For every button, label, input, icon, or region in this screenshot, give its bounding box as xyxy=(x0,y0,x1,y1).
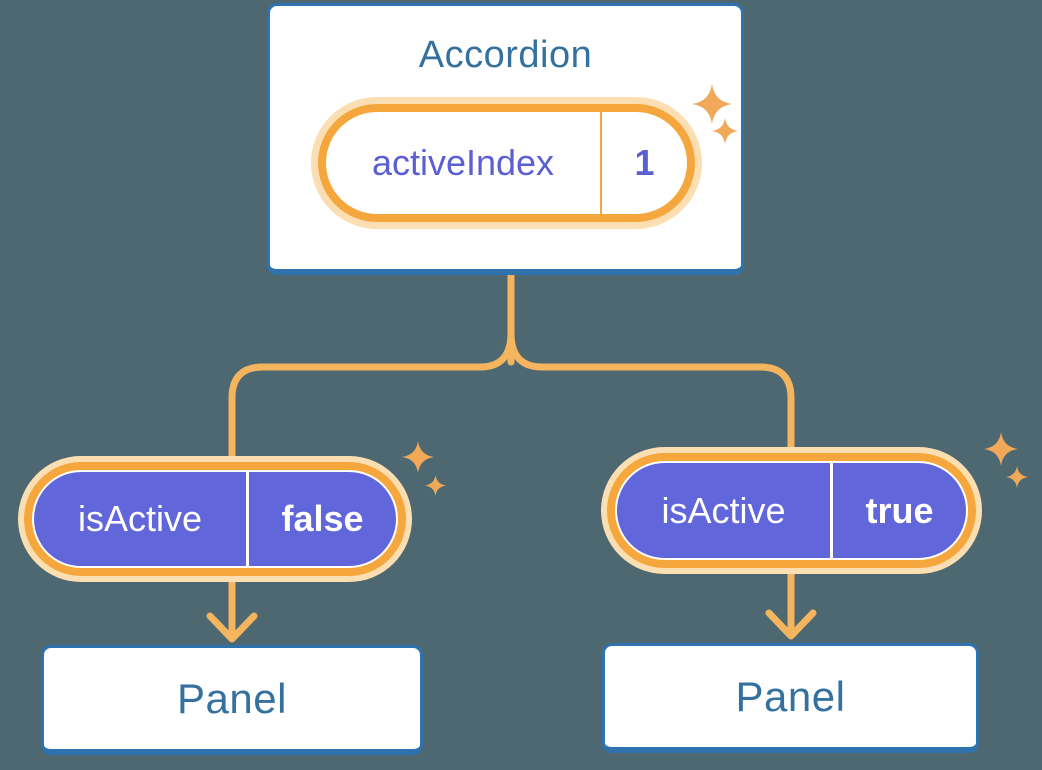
arrow-down-left-icon xyxy=(206,612,258,643)
sparkle-icon xyxy=(712,118,738,144)
panel-card-right: Panel xyxy=(602,643,979,753)
state-pill: activeIndex 1 xyxy=(318,104,695,222)
prop-pill-left: isActive false xyxy=(32,470,398,568)
panel-title-right: Panel xyxy=(735,672,846,720)
accordion-title: Accordion xyxy=(418,34,593,76)
state-value: 1 xyxy=(634,142,655,183)
edge-left-branch xyxy=(228,329,515,640)
accordion-card: Accordion activeIndex 1 xyxy=(267,3,744,275)
prop-pill-divider xyxy=(246,472,249,566)
state-name: activeIndex xyxy=(371,142,555,183)
sparkle-icon xyxy=(402,441,434,473)
arrow-down-right-icon xyxy=(765,609,817,640)
panel-title-left: Panel xyxy=(177,674,287,722)
edge-right-branch xyxy=(507,329,795,637)
prop-name-left: isActive xyxy=(77,498,203,539)
panel-card-left: Panel xyxy=(41,645,423,755)
sparkle-icon xyxy=(425,475,446,496)
prop-value-right: true xyxy=(865,489,934,531)
prop-pill-right: isActive true xyxy=(615,461,968,560)
sparkle-icon xyxy=(1006,466,1028,488)
state-pill-divider xyxy=(600,112,602,214)
sparkle-icon xyxy=(984,432,1018,466)
prop-value-left: false xyxy=(281,498,364,539)
prop-pill-divider xyxy=(830,463,833,558)
prop-name-right: isActive xyxy=(661,489,786,531)
sparkle-icon xyxy=(692,84,732,124)
